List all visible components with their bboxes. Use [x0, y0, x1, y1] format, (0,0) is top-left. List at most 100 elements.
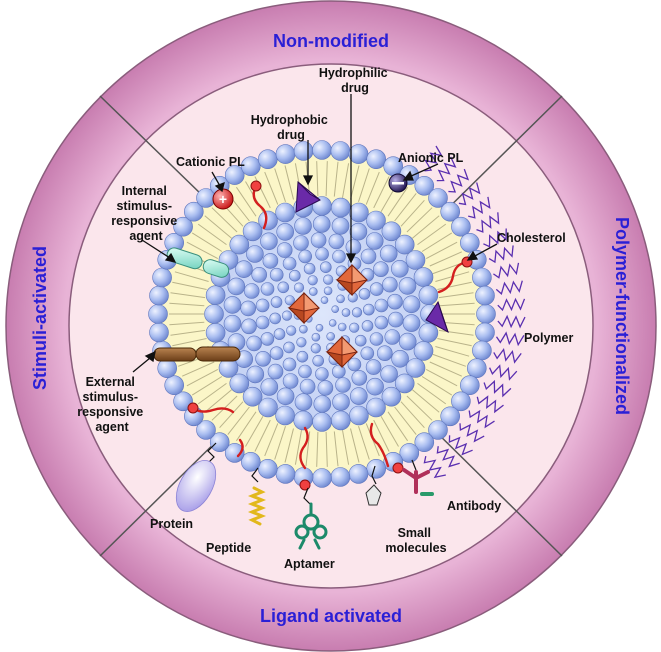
polymer-chain	[436, 156, 457, 182]
core-bead	[373, 261, 389, 278]
lipid-head-outer	[451, 391, 471, 412]
lipid-tail	[406, 207, 433, 233]
lipid-tail	[425, 241, 458, 260]
lipid-head-outer	[414, 432, 435, 453]
lipid-head-inner	[293, 410, 314, 431]
lipid-head-inner	[242, 221, 263, 242]
core-bead	[331, 305, 340, 314]
lipid-head-outer	[414, 176, 435, 196]
lipid-tail	[373, 176, 390, 209]
lipid-tail	[264, 171, 279, 205]
polymer-chain	[493, 347, 522, 364]
lipid-head-inner	[204, 304, 224, 324]
lipid-head-outer	[476, 304, 496, 324]
leader-arrows	[132, 94, 498, 373]
hydrophobic-drug-2	[425, 300, 449, 334]
label-peptide: Peptide	[206, 541, 251, 555]
core-bead	[294, 393, 313, 411]
lipid-tail	[204, 389, 232, 413]
core-bead	[276, 223, 295, 241]
core-bead	[255, 350, 271, 367]
label-aptamer: Aptamer	[284, 557, 335, 571]
lipid-tail	[342, 163, 350, 198]
lipid-tail	[204, 215, 232, 239]
lipid-tail	[325, 161, 328, 197]
polymer-chain	[459, 423, 485, 443]
lipid-head-outer	[184, 201, 204, 222]
core-bead	[332, 393, 350, 411]
lipid-head-outer	[459, 233, 480, 253]
core-bead	[312, 215, 331, 233]
core-bead	[303, 262, 316, 275]
core-bead	[379, 244, 398, 263]
svg-text:+: +	[219, 191, 227, 207]
lipid-tail	[170, 329, 206, 336]
core-bead	[365, 359, 382, 375]
lipid-tail	[235, 411, 257, 442]
lipid-head-outer	[173, 391, 193, 412]
core-bead	[246, 245, 264, 263]
label-anionic-pl: Anionic PL	[398, 151, 464, 165]
aptamer	[294, 502, 328, 550]
hydrophilic-drug-3	[325, 335, 359, 369]
lipid-tail	[429, 251, 463, 267]
internal-agent	[166, 247, 230, 278]
lipid-head-outer	[224, 165, 245, 185]
lipid-tail	[170, 292, 206, 299]
lipid-tail	[197, 382, 227, 405]
lipid-tail	[437, 338, 472, 347]
core-bead	[283, 341, 295, 354]
core-bead	[351, 307, 363, 318]
lipid-tail	[429, 361, 463, 377]
lipid-head-outer	[366, 149, 387, 169]
lipid-head-outer	[241, 451, 261, 472]
core-bead	[365, 232, 384, 250]
label-polymer: Polymer	[524, 331, 573, 345]
polymer-chain	[448, 435, 473, 456]
lipid-tail	[325, 431, 328, 467]
core-bead	[360, 346, 375, 361]
label-cationic-pl: Cationic PL	[176, 155, 245, 169]
lipid-head-inner	[312, 412, 332, 432]
lipid-head-outer	[152, 267, 172, 288]
core-bead	[361, 320, 374, 332]
core-bead	[335, 377, 351, 393]
lipid-head-outer	[330, 467, 351, 487]
lipid-head-inner	[413, 267, 434, 287]
lipid-tail	[350, 428, 360, 463]
core-bead	[262, 253, 279, 269]
core-bead	[260, 378, 279, 396]
lipid-head-outer	[399, 443, 420, 463]
core-bead	[315, 367, 329, 381]
core-bead	[382, 276, 398, 293]
lipid-tail	[316, 431, 319, 467]
core-bead	[223, 296, 242, 314]
lipid-head-inner	[381, 221, 402, 242]
polymer-chain	[423, 455, 446, 479]
lipid-tail	[439, 321, 475, 326]
lipid-tail	[358, 168, 370, 202]
lipid-tail	[172, 338, 207, 347]
core-bead	[337, 322, 347, 332]
cholesterol-molecules	[191, 184, 469, 470]
core-bead	[341, 308, 351, 317]
lipid-tail	[274, 168, 286, 202]
polymer-chain	[458, 182, 481, 206]
core-bead	[299, 324, 308, 334]
labels: Hydrophilic drug Hydrophobic drug Cation…	[77, 66, 573, 571]
lipid-head-outer	[275, 144, 296, 164]
sector-title-bottom: Ligand activated	[260, 606, 402, 626]
lipid-head-inner	[394, 234, 415, 255]
core-bead	[296, 337, 307, 348]
core-bead	[255, 298, 270, 313]
lipid-head-outer	[257, 149, 278, 169]
core-bead	[308, 287, 318, 296]
hydrophilic-drug-2	[287, 291, 321, 325]
lipid-tail	[350, 165, 360, 200]
core-bead	[282, 256, 297, 271]
lipid-head-inner	[381, 386, 402, 407]
core-bead	[354, 334, 367, 347]
lipid-head-inner	[405, 250, 426, 270]
lipid-head-outer	[459, 375, 480, 396]
lipid-head-outer	[224, 443, 245, 463]
